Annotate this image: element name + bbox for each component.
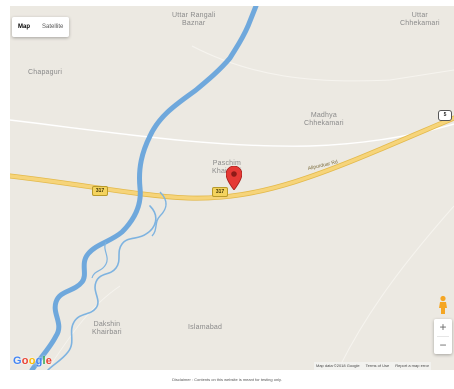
pegman-icon[interactable] xyxy=(436,295,450,315)
river-branch xyxy=(91,241,108,279)
river-tributary xyxy=(47,205,157,370)
zoom-control: + − xyxy=(434,319,452,354)
map-type-map-button[interactable]: Map xyxy=(18,24,30,30)
route-shield-east: 5 xyxy=(438,110,452,121)
map-type-satellite-button[interactable]: Satellite xyxy=(42,24,64,30)
map-canvas[interactable]: Map Satellite Uttar Rangali Baznar Uttar… xyxy=(10,6,454,370)
place-label-madhya-chhekamari: Madhya Chhekamari xyxy=(304,112,344,127)
place-label-uttar-chhekamari: Uttar Chhekamari xyxy=(400,12,440,27)
disclaimer-text: Disclaimer : Contents on this website is… xyxy=(172,377,282,382)
place-label-dakshin-khairbari: Dakshin Khairbari xyxy=(92,321,122,336)
place-label-uttar-rangali-baznar: Uttar Rangali Baznar xyxy=(172,12,216,27)
river-branch xyxy=(151,191,167,237)
terms-of-use-link[interactable]: Terms of Use xyxy=(365,363,390,368)
route-shield-west: 317 xyxy=(92,186,108,196)
zoom-out-button[interactable]: − xyxy=(439,338,447,352)
highway-road xyxy=(10,116,454,200)
minor-road xyxy=(191,45,454,82)
map-data-credit: Map data ©2018 Google xyxy=(316,363,360,368)
map-attribution: Map data ©2018 Google Terms of Use Repor… xyxy=(314,362,432,370)
minor-road xyxy=(49,285,121,367)
map-type-control: Map Satellite xyxy=(12,17,70,37)
zoom-divider xyxy=(437,336,449,337)
river-main xyxy=(29,6,259,370)
minor-road xyxy=(339,205,454,367)
zoom-in-button[interactable]: + xyxy=(439,320,447,334)
map-pin-icon[interactable] xyxy=(226,166,242,190)
place-label-islamabad: Islamabad xyxy=(188,324,223,331)
place-label-chapaguri: Chapaguri xyxy=(28,69,63,76)
google-logo[interactable]: Google xyxy=(13,355,53,367)
route-shield-center: 317 xyxy=(212,187,228,197)
report-map-error-link[interactable]: Report a map error xyxy=(395,363,430,368)
